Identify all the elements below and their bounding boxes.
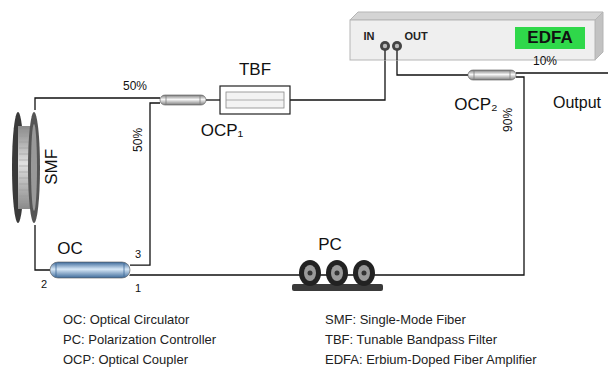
filter-line xyxy=(226,100,284,101)
coupler-band xyxy=(474,71,475,79)
optical-fiber xyxy=(290,60,385,100)
fiber-spool: SMF xyxy=(10,110,60,225)
coupler-band xyxy=(124,263,125,277)
amplifier-top xyxy=(350,12,603,20)
abbreviation-note: PC: Polarization Controller xyxy=(63,333,216,348)
component-label: OCP₂ xyxy=(454,95,497,115)
optical-circulator: OC xyxy=(50,262,130,278)
optical-fiber xyxy=(35,225,50,270)
port-connector xyxy=(392,41,402,51)
abbreviation-note: OCP: Optical Coupler xyxy=(63,353,188,368)
split-ratio: 90% xyxy=(502,108,516,132)
amplifier-front xyxy=(350,20,595,60)
coupler-band xyxy=(56,263,57,277)
spool-hub xyxy=(31,124,37,211)
component-label: OCP₁ xyxy=(201,121,244,141)
coupler-body xyxy=(468,70,516,80)
output-label: Output xyxy=(553,94,601,112)
paddle xyxy=(326,260,348,286)
port-stub xyxy=(396,50,397,60)
split-ratio: 10% xyxy=(533,55,557,69)
optical-fiber xyxy=(130,103,160,265)
abbreviation-note: SMF: Single-Mode Fiber xyxy=(325,313,466,328)
optical-fiber xyxy=(206,99,220,100)
output-fiber xyxy=(516,72,608,73)
port-core xyxy=(395,44,399,48)
coupler-body xyxy=(50,262,130,278)
paddle xyxy=(353,260,375,286)
abbreviation-note: TBF: Tunable Bandpass Filter xyxy=(325,333,497,348)
optical-coupler: OCP₂ xyxy=(468,70,516,80)
port-label: IN xyxy=(364,30,375,43)
coupler-band xyxy=(200,96,201,104)
amplifier-side xyxy=(595,12,603,60)
spool-flange xyxy=(28,112,40,223)
abbreviation-note: OC: Optical Circulator xyxy=(63,313,189,328)
component-label: TBF xyxy=(239,60,271,80)
port-connector xyxy=(380,41,390,51)
port-number: 2 xyxy=(41,278,47,291)
component-label: PC xyxy=(318,235,342,255)
port-label: OUT xyxy=(404,30,427,43)
device-label: EDFA xyxy=(515,27,584,49)
paddle-hub xyxy=(308,271,313,276)
split-ratio: 50% xyxy=(123,80,147,94)
polarization-controller-shape xyxy=(290,258,385,292)
split-ratio: 50% xyxy=(132,128,146,152)
component-label: SMF xyxy=(42,149,62,185)
optical-fiber xyxy=(385,77,524,275)
paddle-inner xyxy=(304,265,316,281)
polarization-controller: PC xyxy=(290,258,385,292)
optical-fiber xyxy=(35,98,160,110)
port-core xyxy=(383,44,387,48)
component-label: OC xyxy=(57,239,83,259)
bandpass-filter-shape xyxy=(220,86,290,114)
abbreviation-note: EDFA: Erbium-Doped Fiber Amplifier xyxy=(325,353,537,368)
optical-coupler-shape xyxy=(468,70,516,80)
coupler-band xyxy=(510,71,511,79)
paddle xyxy=(299,260,321,286)
port-number: 1 xyxy=(135,282,141,295)
optical-coupler-shape xyxy=(160,95,206,105)
optical-coupler: OCP₁ xyxy=(160,95,206,105)
optical-fiber xyxy=(130,274,290,276)
bandpass-filter: TBF xyxy=(220,86,290,114)
filter-box xyxy=(220,86,290,114)
port-stub xyxy=(384,50,385,60)
optical-circulator-shape xyxy=(50,262,130,278)
paddle-hub xyxy=(335,271,340,276)
optical-fiber xyxy=(397,60,468,75)
paddle-hub xyxy=(362,271,367,276)
port-number: 3 xyxy=(135,248,141,261)
filter-window xyxy=(226,92,284,108)
amplifier-box: IN OUT EDFA xyxy=(350,12,603,60)
coupler-body xyxy=(160,95,206,105)
paddle-inner xyxy=(358,265,370,281)
coupler-band xyxy=(166,96,167,104)
paddle-inner xyxy=(331,265,343,281)
